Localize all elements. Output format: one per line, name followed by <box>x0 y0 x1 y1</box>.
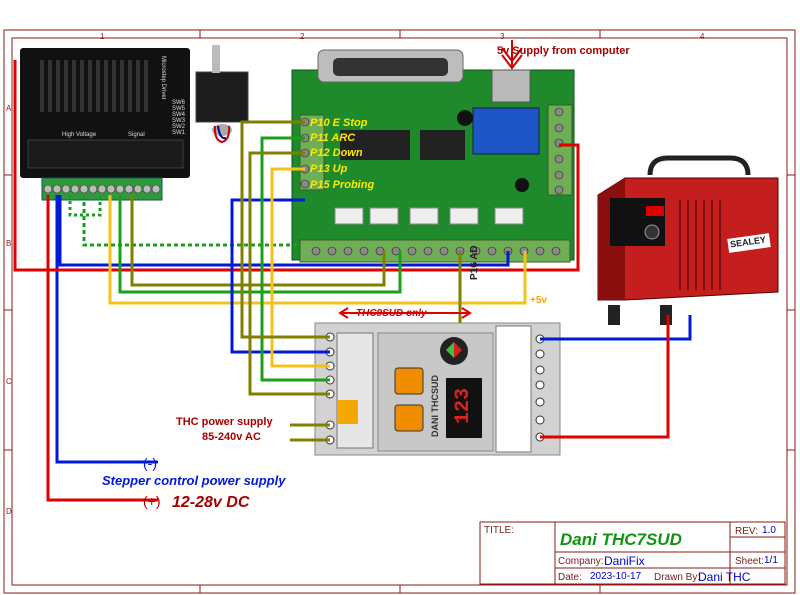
frame-col-2: 2 <box>300 32 305 41</box>
pin-p13-label: P13 Up <box>310 163 348 175</box>
stepper-driver <box>20 48 190 201</box>
stepper-power-label: Stepper control power supply <box>102 473 286 488</box>
plasma-welder <box>597 155 779 325</box>
frame-ticks <box>4 30 795 593</box>
frame-row-d: D <box>6 507 12 516</box>
date-value: 2023-10-17 <box>590 571 642 582</box>
driver-sw2: SW2 <box>172 124 186 130</box>
wire-blue-welder <box>540 315 692 341</box>
thc-only-label: THC9SUD only <box>356 308 427 319</box>
wire-red-stepper-plus <box>46 195 158 502</box>
driver-signal: Signal <box>128 132 145 138</box>
drawn-label: Drawn By: <box>654 572 701 583</box>
wire-green-signal <box>118 195 402 294</box>
company-value: DaniFix <box>604 554 645 568</box>
driver-sw5: SW5 <box>172 106 186 112</box>
wire-green-arc <box>260 136 330 382</box>
breakout-board <box>291 49 575 263</box>
wire-blue-gnd <box>58 195 510 267</box>
wire-red-welder <box>540 315 670 439</box>
board-left-screws <box>300 117 310 189</box>
stepper-motor <box>195 45 249 144</box>
sheet-value: 1/1 <box>764 555 778 566</box>
wire-blue-probe <box>230 198 330 354</box>
sheet-label: Sheet: <box>735 556 764 567</box>
driver-sw3: SW3 <box>172 118 186 124</box>
thc-brand: DANI THCSUD <box>430 375 440 437</box>
frame-row-c: C <box>6 377 12 386</box>
title-label: TITLE: <box>484 525 515 536</box>
pin-p10-label: P10 E Stop <box>310 117 368 129</box>
frame-col-1: 1 <box>100 32 105 41</box>
board-right-screws <box>554 107 564 195</box>
wire-blue-stepper-minus <box>55 195 158 464</box>
driver-sw1: SW1 <box>172 130 186 136</box>
thc-display: 123 <box>452 388 475 425</box>
pin-p15-label: P15 Probing <box>310 179 375 191</box>
plus5v-label: +5v <box>530 295 547 306</box>
thc-unit <box>314 322 561 456</box>
thc-power-range: 85-240v AC <box>202 431 261 443</box>
wire-olive-estop <box>240 120 330 339</box>
wire-red-5v <box>13 60 580 272</box>
driver-high-voltage: High Voltage <box>62 132 97 138</box>
stepper-voltage-label: 12-28v DC <box>172 494 250 511</box>
p16-label: P16 AD <box>469 245 480 280</box>
title-value: Dani THC7SUD <box>560 530 682 549</box>
wire-yellow-up <box>270 167 330 368</box>
thc-right-screws <box>535 334 545 442</box>
pin-p12-label: P12 Down <box>310 147 363 159</box>
frame-row-b: B <box>6 239 12 248</box>
wire-green-loop <box>68 195 102 217</box>
wire-olive-down <box>248 151 330 396</box>
driver-terminals <box>43 184 161 194</box>
company-label: Company: <box>558 556 604 567</box>
wire-green-dashed <box>82 195 300 247</box>
frame-col-3: 3 <box>500 32 505 41</box>
thc-only-arrow <box>338 307 472 319</box>
thc-power-label: THC power supply <box>176 416 273 428</box>
wire-olive-signal <box>130 195 386 287</box>
rev-label: REV: <box>735 526 758 537</box>
drawn-value: Dani THC <box>698 570 751 584</box>
frame-row-a: A <box>6 104 12 113</box>
date-label: Date: <box>558 572 582 583</box>
rev-value: 1.0 <box>762 525 776 536</box>
driver-side-title: Microstep Driver <box>160 56 166 100</box>
driver-sw6: SW6 <box>172 100 186 106</box>
plus-label: (+) <box>143 493 161 509</box>
driver-sw4: SW4 <box>172 112 186 118</box>
wiring <box>13 60 692 502</box>
supply-from-computer-label: 5v Supply from computer <box>497 45 630 57</box>
frame-col-4: 4 <box>700 32 705 41</box>
pin-p11-label: P11 ARC <box>310 132 356 144</box>
title-block-grid <box>479 521 786 585</box>
supply-arrow <box>501 40 523 70</box>
wire-yellow-5v <box>108 195 527 305</box>
minus-label: (-) <box>143 455 157 471</box>
